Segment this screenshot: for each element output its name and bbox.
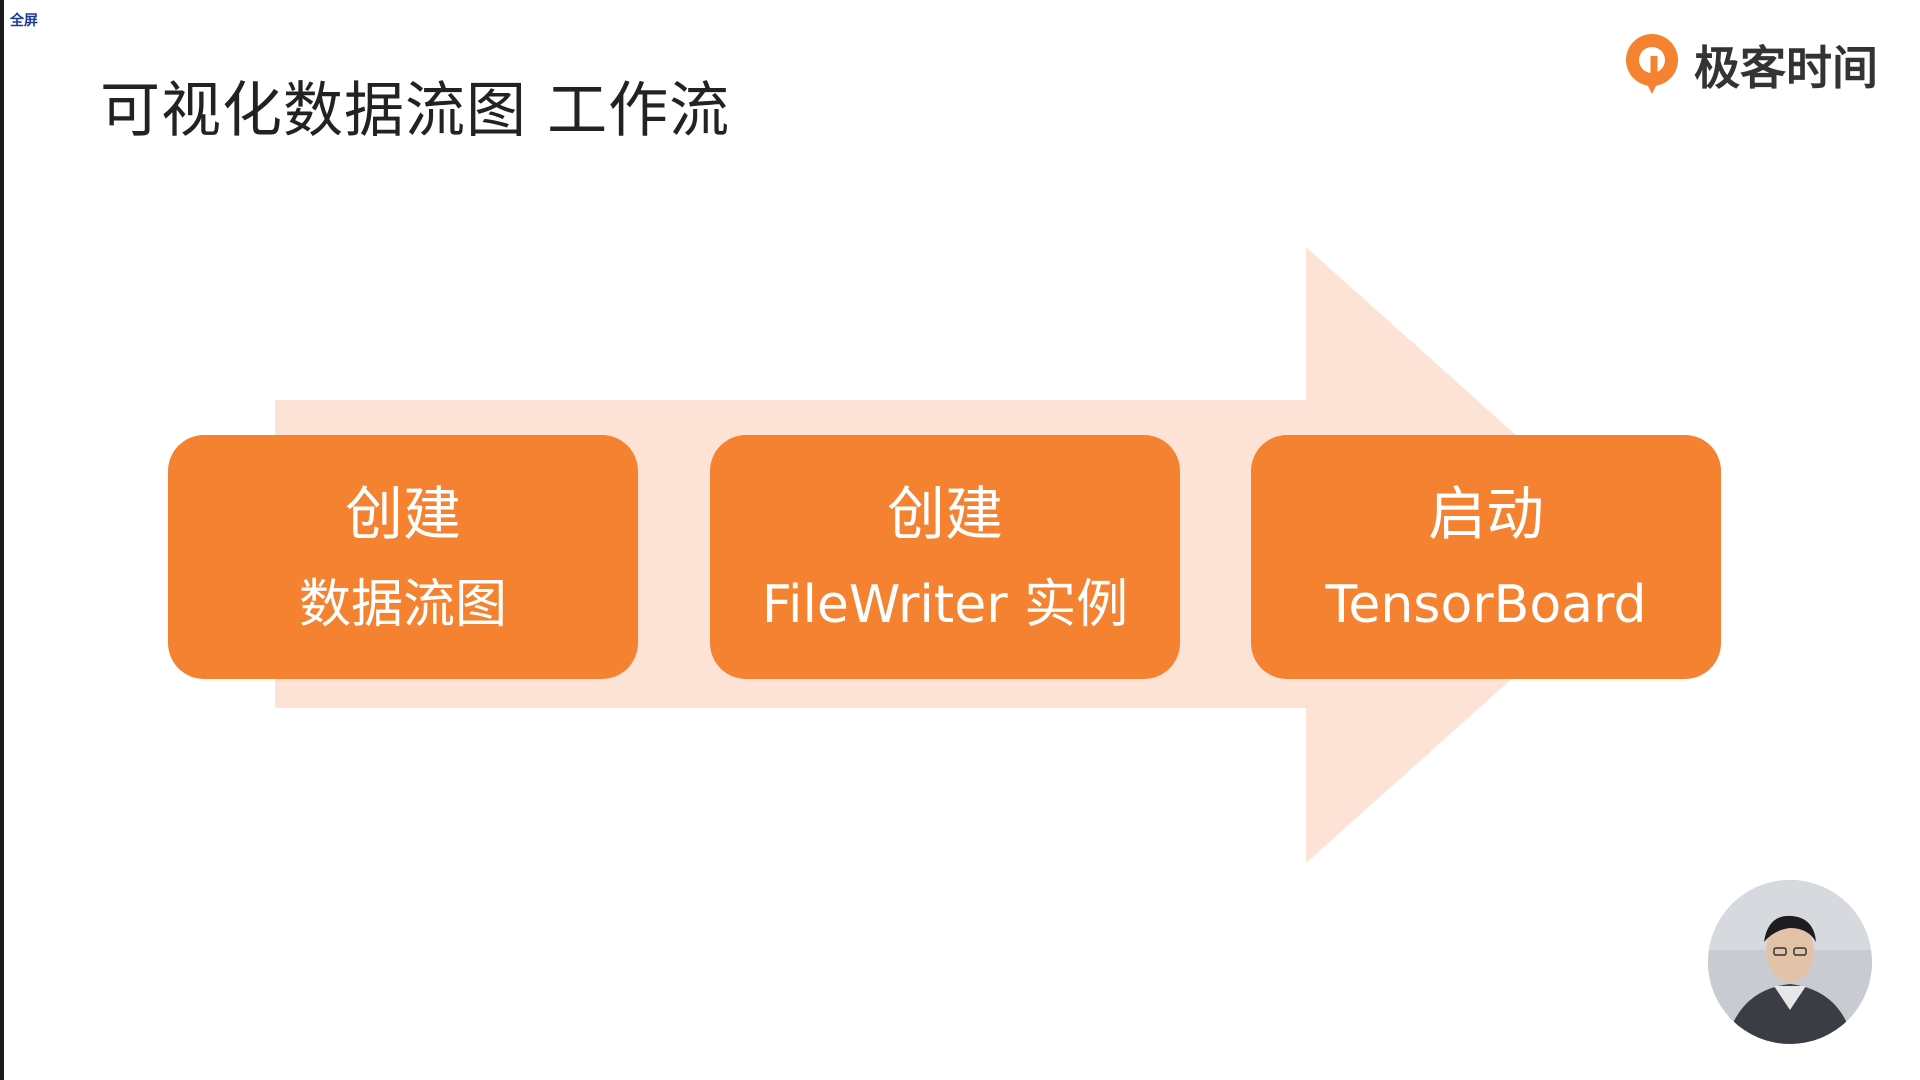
step-2-line2: FileWriter 实例 <box>761 574 1129 635</box>
geektime-logo-icon <box>1626 34 1678 94</box>
step-1-line2: 数据流图 <box>298 574 507 635</box>
step-create-graph: 创建 数据流图 <box>168 435 638 679</box>
slide-title: 可视化数据流图 工作流 <box>100 76 731 146</box>
step-launch-tensorboard: 启动 TensorBoard <box>1251 435 1721 679</box>
step-2-line1: 创建 <box>886 479 1003 548</box>
presenter-video-icon <box>1708 880 1872 1044</box>
step-3-line1: 启动 <box>1427 479 1544 548</box>
step-3-line2: TensorBoard <box>1325 574 1647 635</box>
brand-logo: 极客时间 <box>1620 30 1878 100</box>
step-create-filewriter: 创建 FileWriter 实例 <box>710 435 1180 679</box>
fullscreen-button[interactable]: 全屏 <box>10 13 38 29</box>
brand-name: 极客时间 <box>1694 41 1878 95</box>
presenter-video <box>1708 880 1872 1044</box>
window-left-edge <box>0 0 4 1080</box>
step-1-line1: 创建 <box>344 479 461 548</box>
